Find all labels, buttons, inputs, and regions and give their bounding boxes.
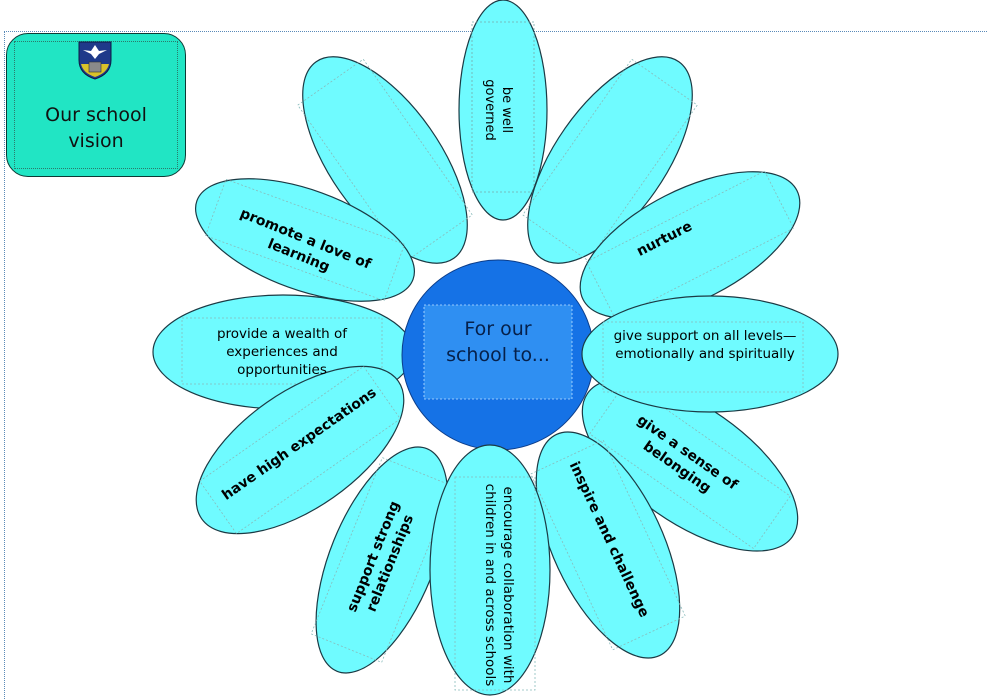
petal-label-encourage-collaboration: encourage collaboration with children in… xyxy=(482,483,516,687)
petal-label-give-support: give support on all levels—emotionally a… xyxy=(613,328,797,362)
petal-shape-nurture xyxy=(579,170,801,320)
center-label: For our school to... xyxy=(423,316,573,368)
petal-shape-promote-love xyxy=(194,178,416,302)
petal-shape-encourage-collaboration xyxy=(429,444,551,696)
petal-shape-give-support xyxy=(581,295,839,413)
center-line-1: For our xyxy=(464,318,532,340)
petal-shape-be-well-governed xyxy=(458,0,548,221)
petal-shape-high-expectations xyxy=(195,365,405,535)
school-vision-title-box: Our school vision xyxy=(6,33,186,177)
petal-label-provide-wealth: provide a wealth of experiences and oppo… xyxy=(216,326,348,378)
school-crest-icon xyxy=(78,41,112,80)
petal-shape-inspire-challenge xyxy=(530,431,686,659)
title-line-1: Our school xyxy=(45,104,147,126)
center-line-2: school to... xyxy=(446,344,550,366)
title-line-2: vision xyxy=(68,130,124,152)
center-disc xyxy=(401,259,595,451)
page-frame-left-border xyxy=(4,31,5,699)
petal-shape-sense-of-belonging xyxy=(581,378,799,552)
petal-shape-top-left xyxy=(297,56,473,264)
petal-label-be-well-governed: be well governed xyxy=(482,79,514,141)
petal-shape-top-right xyxy=(522,56,698,264)
